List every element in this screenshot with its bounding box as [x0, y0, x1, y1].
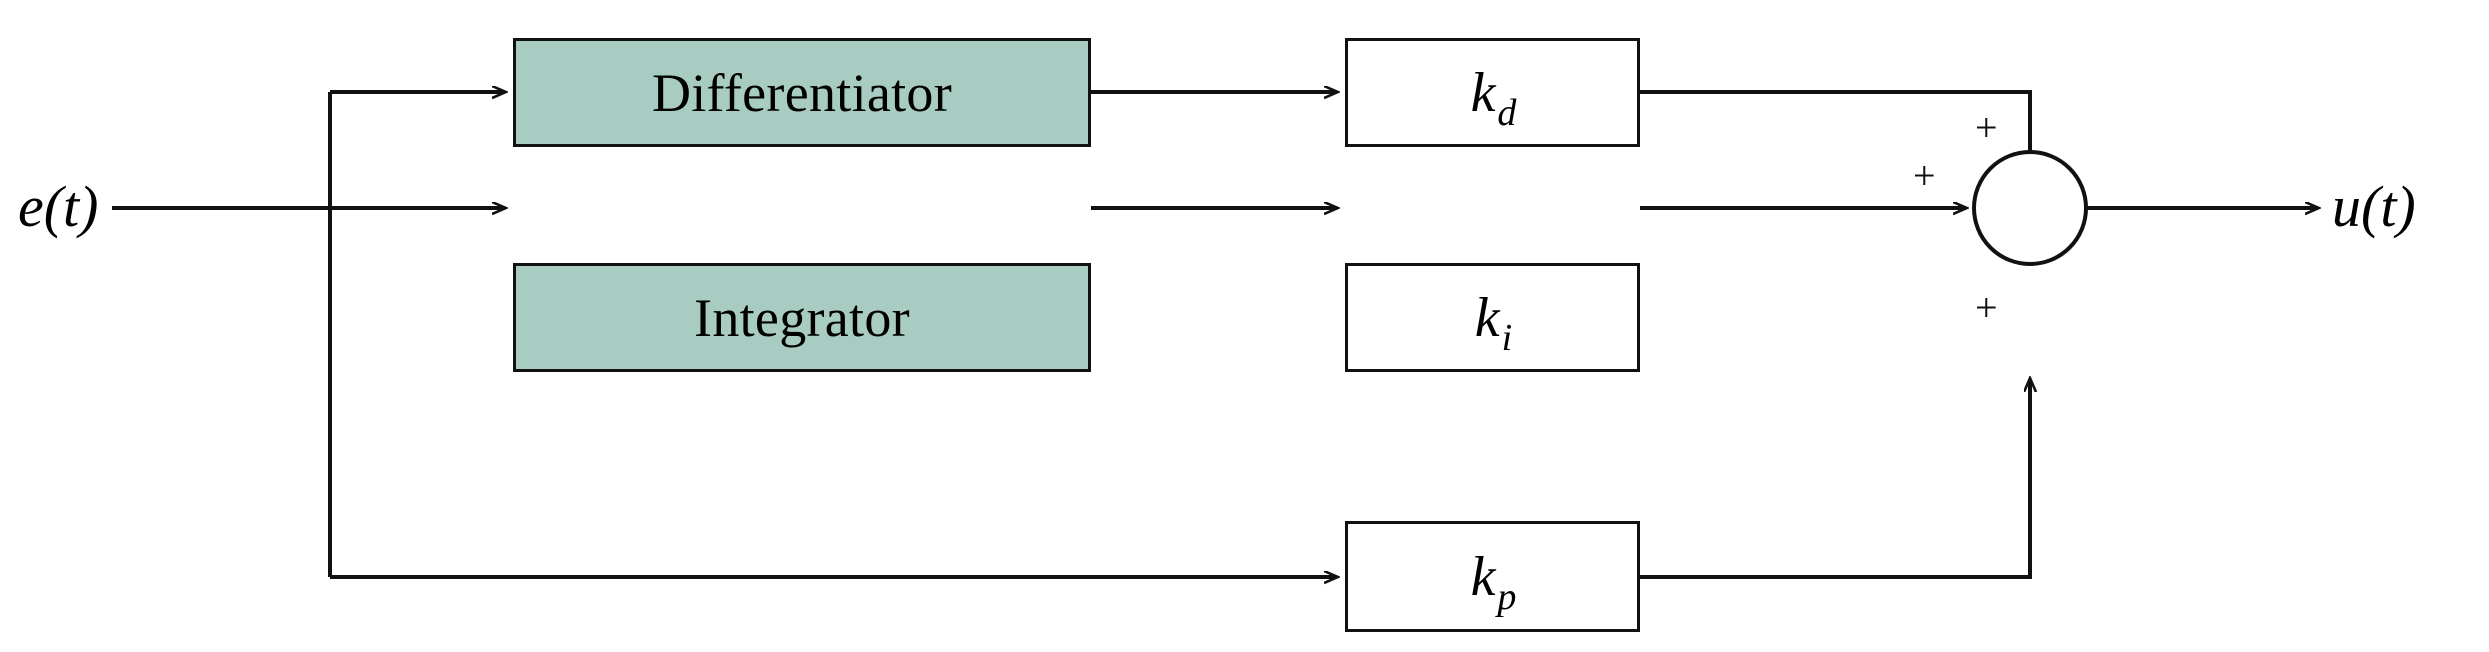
- wire-kp-to-sum: [1640, 379, 2030, 579]
- block-differentiator[interactable]: Differentiator: [513, 38, 1091, 147]
- gain-kp-symbol: k: [1470, 545, 1496, 608]
- output-signal-label: u(t): [2332, 174, 2416, 239]
- wire-kd-to-sum: [1640, 90, 2030, 251]
- gain-ki-subscript: i: [1501, 316, 1513, 359]
- block-differentiator-label: Differentiator: [651, 62, 953, 123]
- block-integrator[interactable]: Integrator: [513, 263, 1091, 372]
- input-signal-label: e(t): [18, 174, 99, 239]
- gain-kp-subscript: p: [1497, 575, 1517, 618]
- summing-sign-proportional: +: [1975, 285, 1998, 330]
- gain-kd-symbol: k: [1470, 61, 1496, 124]
- gain-ki-symbol: k: [1474, 286, 1500, 349]
- summing-sign-integral: +: [1913, 153, 1936, 198]
- summing-junction-circle: [1972, 150, 2088, 266]
- gain-kd-subscript: d: [1497, 91, 1517, 134]
- block-integrator-label: Integrator: [694, 287, 910, 348]
- summing-sign-derivative: +: [1975, 105, 1998, 150]
